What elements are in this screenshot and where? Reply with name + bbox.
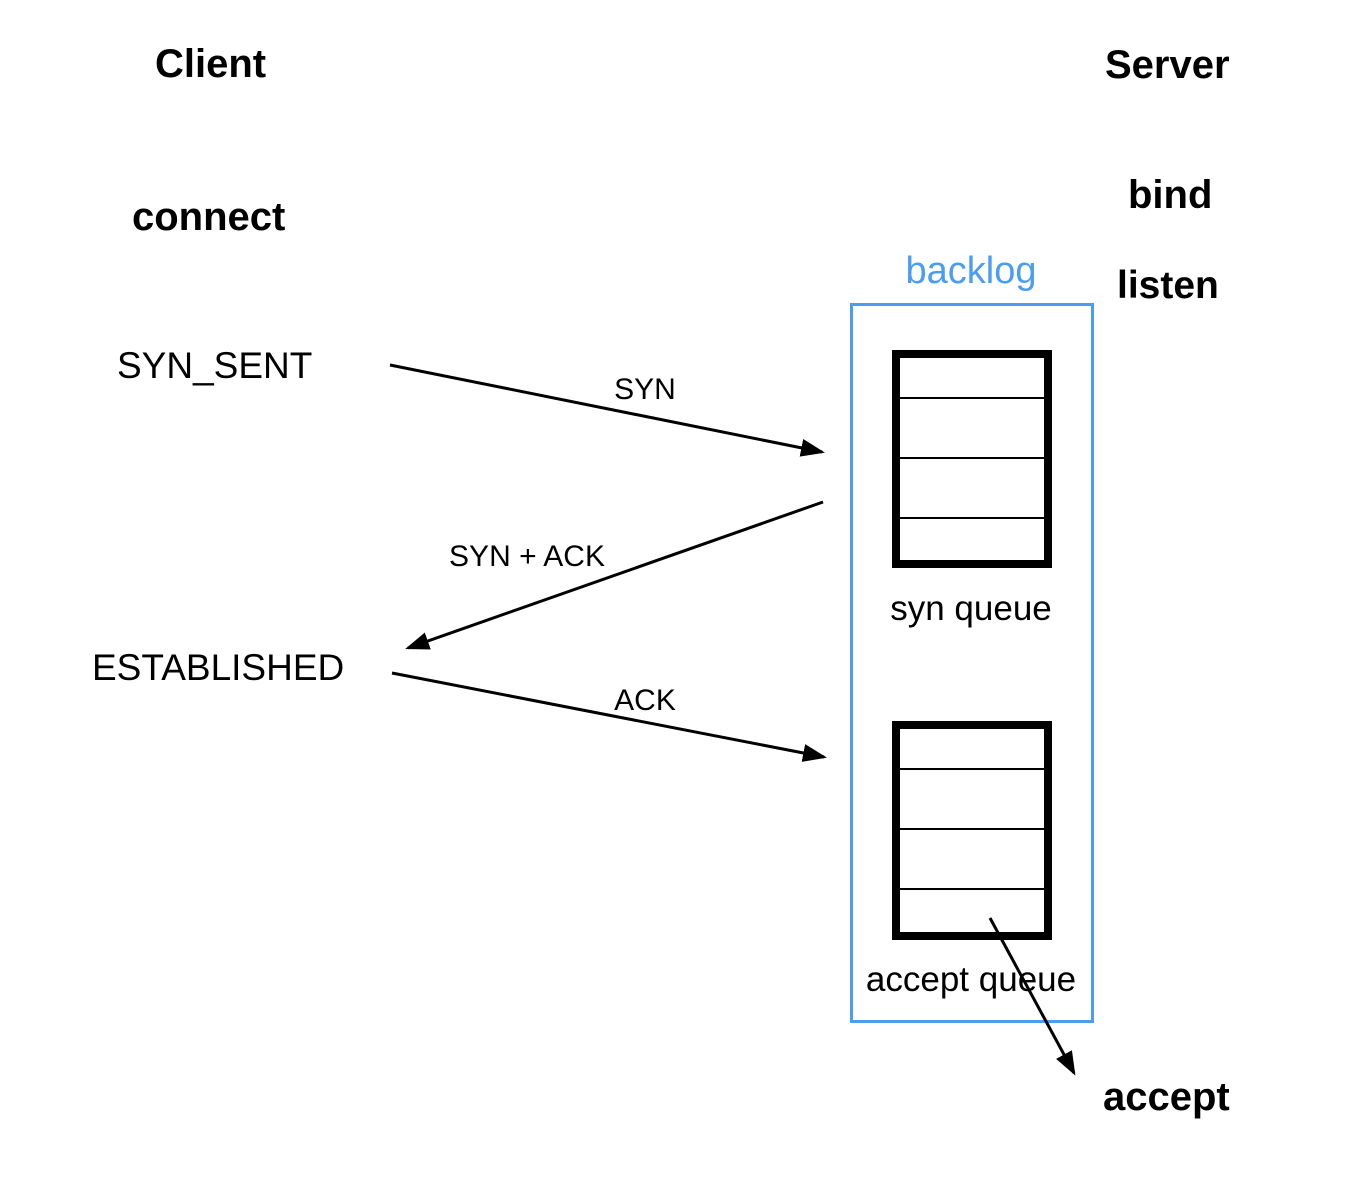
queue-slot — [900, 830, 1044, 890]
syn-arrow — [389, 363, 825, 457]
connect-call-label: connect — [132, 195, 286, 239]
server-title: Server — [1105, 43, 1230, 87]
syn-message-label: SYN — [614, 373, 676, 406]
queue-slot — [900, 770, 1044, 830]
backlog-box — [850, 303, 1094, 1023]
bind-call-label: bind — [1128, 173, 1213, 217]
syn-ack-arrow — [405, 500, 824, 650]
queue-slot — [900, 399, 1044, 459]
client-title: Client — [155, 42, 267, 86]
accept-queue-box — [892, 721, 1052, 940]
queue-slot — [900, 890, 1044, 932]
syn-queue-box — [892, 350, 1052, 568]
queue-slot — [900, 358, 1044, 399]
client-state-syn-sent: SYN_SENT — [117, 345, 313, 386]
queue-slot — [900, 459, 1044, 519]
accept-call-label: accept — [1103, 1075, 1230, 1119]
listen-call-label: listen — [1117, 264, 1219, 307]
queue-slot — [900, 519, 1044, 560]
ack-arrow — [391, 671, 827, 762]
syn-queue-label: syn queue — [890, 589, 1052, 628]
client-state-established: ESTABLISHED — [92, 647, 345, 688]
backlog-label: backlog — [905, 250, 1037, 292]
ack-message-label: ACK — [614, 684, 676, 717]
queue-slot — [900, 729, 1044, 770]
syn-ack-message-label: SYN + ACK — [449, 540, 605, 573]
accept-queue-label: accept queue — [865, 960, 1077, 999]
